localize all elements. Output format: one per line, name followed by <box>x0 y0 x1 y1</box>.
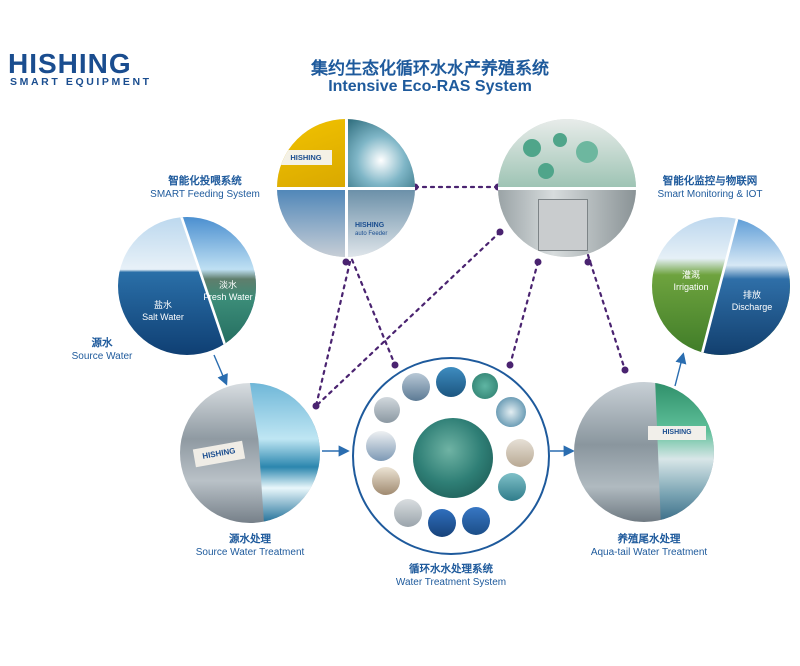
link-monitoring-aquatail <box>586 253 627 372</box>
aquatail-label-cn: 养殖尾水处理 <box>617 533 681 545</box>
arrow-source-treatment <box>213 354 228 386</box>
feeding-system-photo: HISHING HISHING auto Feeder <box>277 119 415 257</box>
source-water-photo: 盐水 Salt Water 淡水 Fresh Water <box>118 217 256 355</box>
arrow-aquatail-discharge <box>674 352 687 387</box>
source-label-cn: 源水 <box>91 337 113 349</box>
ras-system-ring <box>352 357 550 555</box>
link-feeding-treatment <box>314 260 352 408</box>
logo-subtitle: SMART EQUIPMENT <box>10 76 152 88</box>
feeding-label-cn: 智能化投喂系统 <box>168 175 242 187</box>
source-label-en: Source Water <box>71 351 133 362</box>
ras-label-cn: 循环水水处理系统 <box>409 563 493 575</box>
diagram-title-en: Intensive Eco-RAS System <box>328 78 532 95</box>
salt-water-label-en: Salt Water <box>142 312 184 322</box>
aquatail-label-en: Aqua-tail Water Treatment <box>590 547 708 558</box>
discharge-photo: 灌溉 Irrigation 排放 Discharge <box>652 217 790 355</box>
ras-label: 循环水水处理系统 Water Treatment System <box>375 562 527 590</box>
link-monitoring-treatment <box>314 230 502 408</box>
feeding-brand-plate: HISHING <box>280 150 332 165</box>
logo-wordmark: HISHING <box>8 48 132 79</box>
treatment-label-cn: 源水处理 <box>229 533 271 545</box>
source-label: 源水 Source Water <box>62 336 142 364</box>
feeder-model-text: auto Feeder <box>355 231 388 237</box>
aquatail-treatment-photo: HISHING <box>574 382 714 522</box>
feeding-label-en: SMART Feeding System <box>150 189 260 200</box>
monitoring-label-cn: 智能化监控与物联网 <box>662 175 758 187</box>
link-feeding-ras <box>344 243 397 367</box>
fresh-water-label-en: Fresh Water <box>203 292 253 302</box>
feeding-label: 智能化投喂系统 SMART Feeding System <box>135 174 275 202</box>
aquatail-brand-plate: HISHING <box>648 426 706 440</box>
feeder-brand-text: HISHING <box>355 222 385 229</box>
fish-center-photo <box>413 418 493 498</box>
discharge-label-cn: 排放 <box>742 290 761 300</box>
fresh-water-label-cn: 淡水 <box>218 280 237 290</box>
irrigation-label-en: Irrigation <box>673 282 709 292</box>
treatment-label: 源水处理 Source Water Treatment <box>165 532 335 560</box>
monitoring-label-en: Smart Monitoring & IOT <box>657 189 763 200</box>
diagram-title-cn: 集约生态化循环水水产养殖系统 <box>311 59 549 79</box>
monitoring-system-photo <box>498 119 636 257</box>
link-monitoring-ras <box>508 260 540 367</box>
irrigation-label-cn: 灌溉 <box>681 270 700 280</box>
discharge-label-en: Discharge <box>731 302 773 312</box>
salt-water-label-cn: 盐水 <box>153 300 172 310</box>
source-treatment-photo: HISHING <box>180 383 320 523</box>
monitoring-label: 智能化监控与物联网 Smart Monitoring & IOT <box>640 174 780 202</box>
treatment-label-en: Source Water Treatment <box>195 547 305 558</box>
aquatail-label: 养殖尾水处理 Aqua-tail Water Treatment <box>565 532 733 560</box>
ras-label-en: Water Treatment System <box>395 577 507 588</box>
